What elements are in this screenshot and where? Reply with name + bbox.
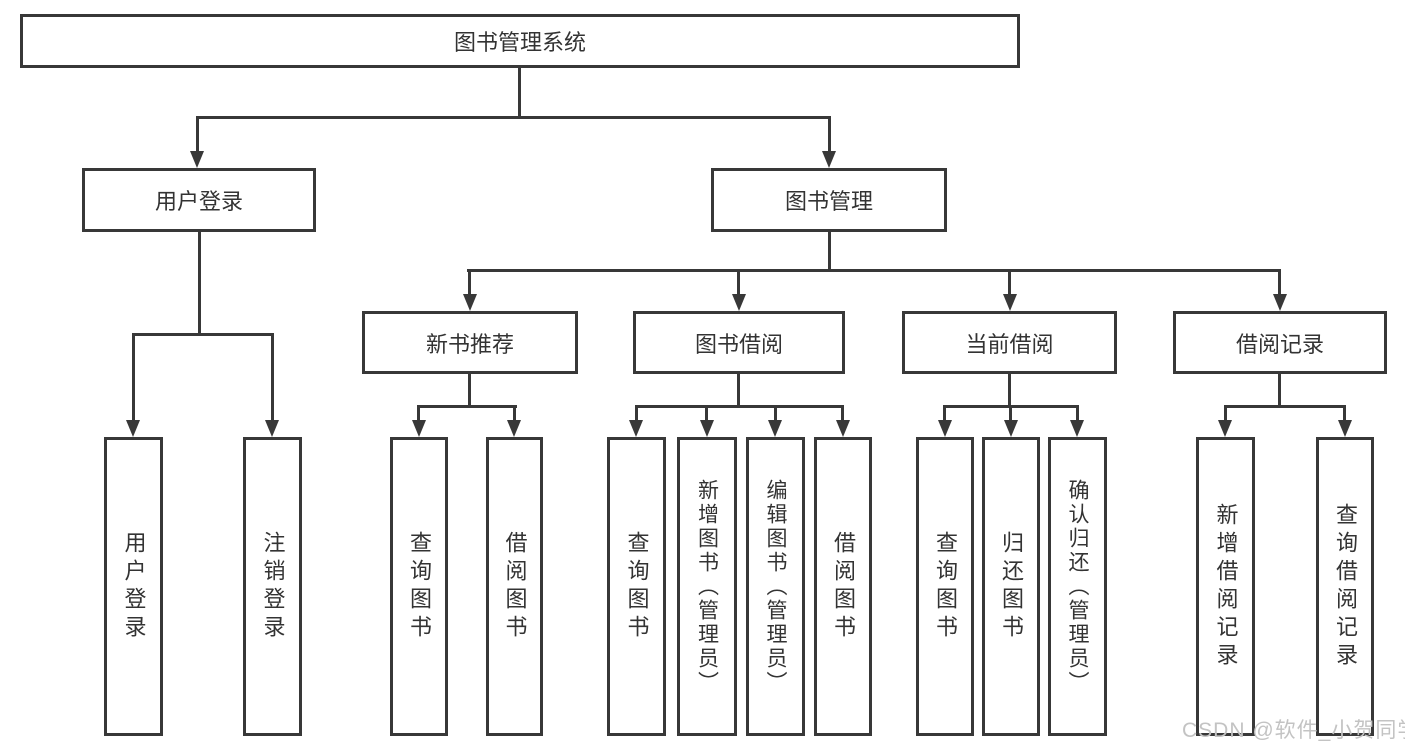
leaf-bookborrow-query: 查询图书 [607, 437, 666, 736]
arrowhead-down-icon [1004, 420, 1018, 437]
connector-newbook-stem [468, 374, 471, 408]
arrowhead-down-icon [700, 420, 714, 437]
connector-newbook-drop [417, 405, 420, 421]
leaf-newbook-query: 查询图书 [390, 437, 448, 736]
connector-records-stem [1278, 374, 1281, 408]
arrowhead-down-icon [265, 420, 279, 437]
connector-bookborrow-drop [705, 405, 708, 421]
leaf-user-login: 用户登录 [104, 437, 163, 736]
connector-bookmgmt-stem [828, 232, 831, 272]
connector-userlogin-drop [132, 333, 135, 421]
arrowhead-down-icon [1003, 294, 1017, 311]
connector-current-drop [943, 405, 946, 421]
connector-newbook-rail [417, 405, 517, 408]
node-book-borrow: 图书借阅 [633, 311, 845, 374]
leaf-record-query: 查询借阅记录 [1316, 437, 1374, 736]
leaf-newbook-borrow: 借阅图书 [486, 437, 543, 736]
connector-records-drop [1343, 405, 1346, 421]
connector-records-rail [1224, 405, 1346, 408]
node-book-management: 图书管理 [711, 168, 947, 232]
arrowhead-down-icon [732, 294, 746, 311]
connector-bookborrow-rail [635, 405, 844, 408]
arrowhead-down-icon [768, 420, 782, 437]
arrowhead-down-icon [190, 151, 204, 168]
connector-bookborrow-drop [635, 405, 638, 421]
arrowhead-down-icon [836, 420, 850, 437]
connector-current-drop [1009, 405, 1012, 421]
connector-bookmgmt-drop [737, 269, 740, 295]
arrowhead-down-icon [822, 151, 836, 168]
arrowhead-down-icon [629, 420, 643, 437]
node-borrow-records: 借阅记录 [1173, 311, 1387, 374]
connector-root-stem [518, 67, 521, 119]
arrowhead-down-icon [1218, 420, 1232, 437]
arrowhead-down-icon [1070, 420, 1084, 437]
connector-newbook-drop [513, 405, 516, 421]
node-current-borrow: 当前借阅 [902, 311, 1117, 374]
arrowhead-down-icon [507, 420, 521, 437]
connector-userlogin-drop [271, 333, 274, 421]
leaf-logout: 注销登录 [243, 437, 302, 736]
leaf-bookborrow-edit-admin: 编辑图书（管理员） [746, 437, 805, 736]
connector-records-drop [1224, 405, 1227, 421]
connector-bookborrow-drop [841, 405, 844, 421]
leaf-current-confirm-admin: 确认归还（管理员） [1048, 437, 1107, 736]
leaf-record-add: 新增借阅记录 [1196, 437, 1255, 736]
arrowhead-down-icon [126, 420, 140, 437]
connector-current-drop [1076, 405, 1079, 421]
node-user-login: 用户登录 [82, 168, 316, 232]
node-root: 图书管理系统 [20, 14, 1020, 68]
connector-current-stem [1008, 374, 1011, 408]
leaf-current-query: 查询图书 [916, 437, 974, 736]
connector-root-rail [196, 116, 831, 119]
connector-root-drop-left [196, 116, 199, 153]
connector-root-drop-right [828, 116, 831, 153]
arrowhead-down-icon [412, 420, 426, 437]
connector-userlogin-rail [132, 333, 274, 336]
leaf-bookborrow-borrow: 借阅图书 [814, 437, 872, 736]
arrowhead-down-icon [1338, 420, 1352, 437]
node-new-book-recommend: 新书推荐 [362, 311, 578, 374]
watermark: CSDN @软件_小贺同学 [1182, 719, 1405, 742]
connector-userlogin-stem [198, 232, 201, 336]
connector-bookmgmt-drop [1008, 269, 1011, 295]
leaf-bookborrow-add-admin: 新增图书（管理员） [677, 437, 737, 736]
connector-bookmgmt-drop [1278, 269, 1281, 295]
connector-bookmgmt-rail [467, 269, 1281, 272]
connector-bookborrow-drop [774, 405, 777, 421]
leaf-current-return: 归还图书 [982, 437, 1040, 736]
connector-bookmgmt-drop [468, 269, 471, 295]
arrowhead-down-icon [463, 294, 477, 311]
arrowhead-down-icon [938, 420, 952, 437]
connector-bookborrow-stem [737, 374, 740, 408]
arrowhead-down-icon [1273, 294, 1287, 311]
